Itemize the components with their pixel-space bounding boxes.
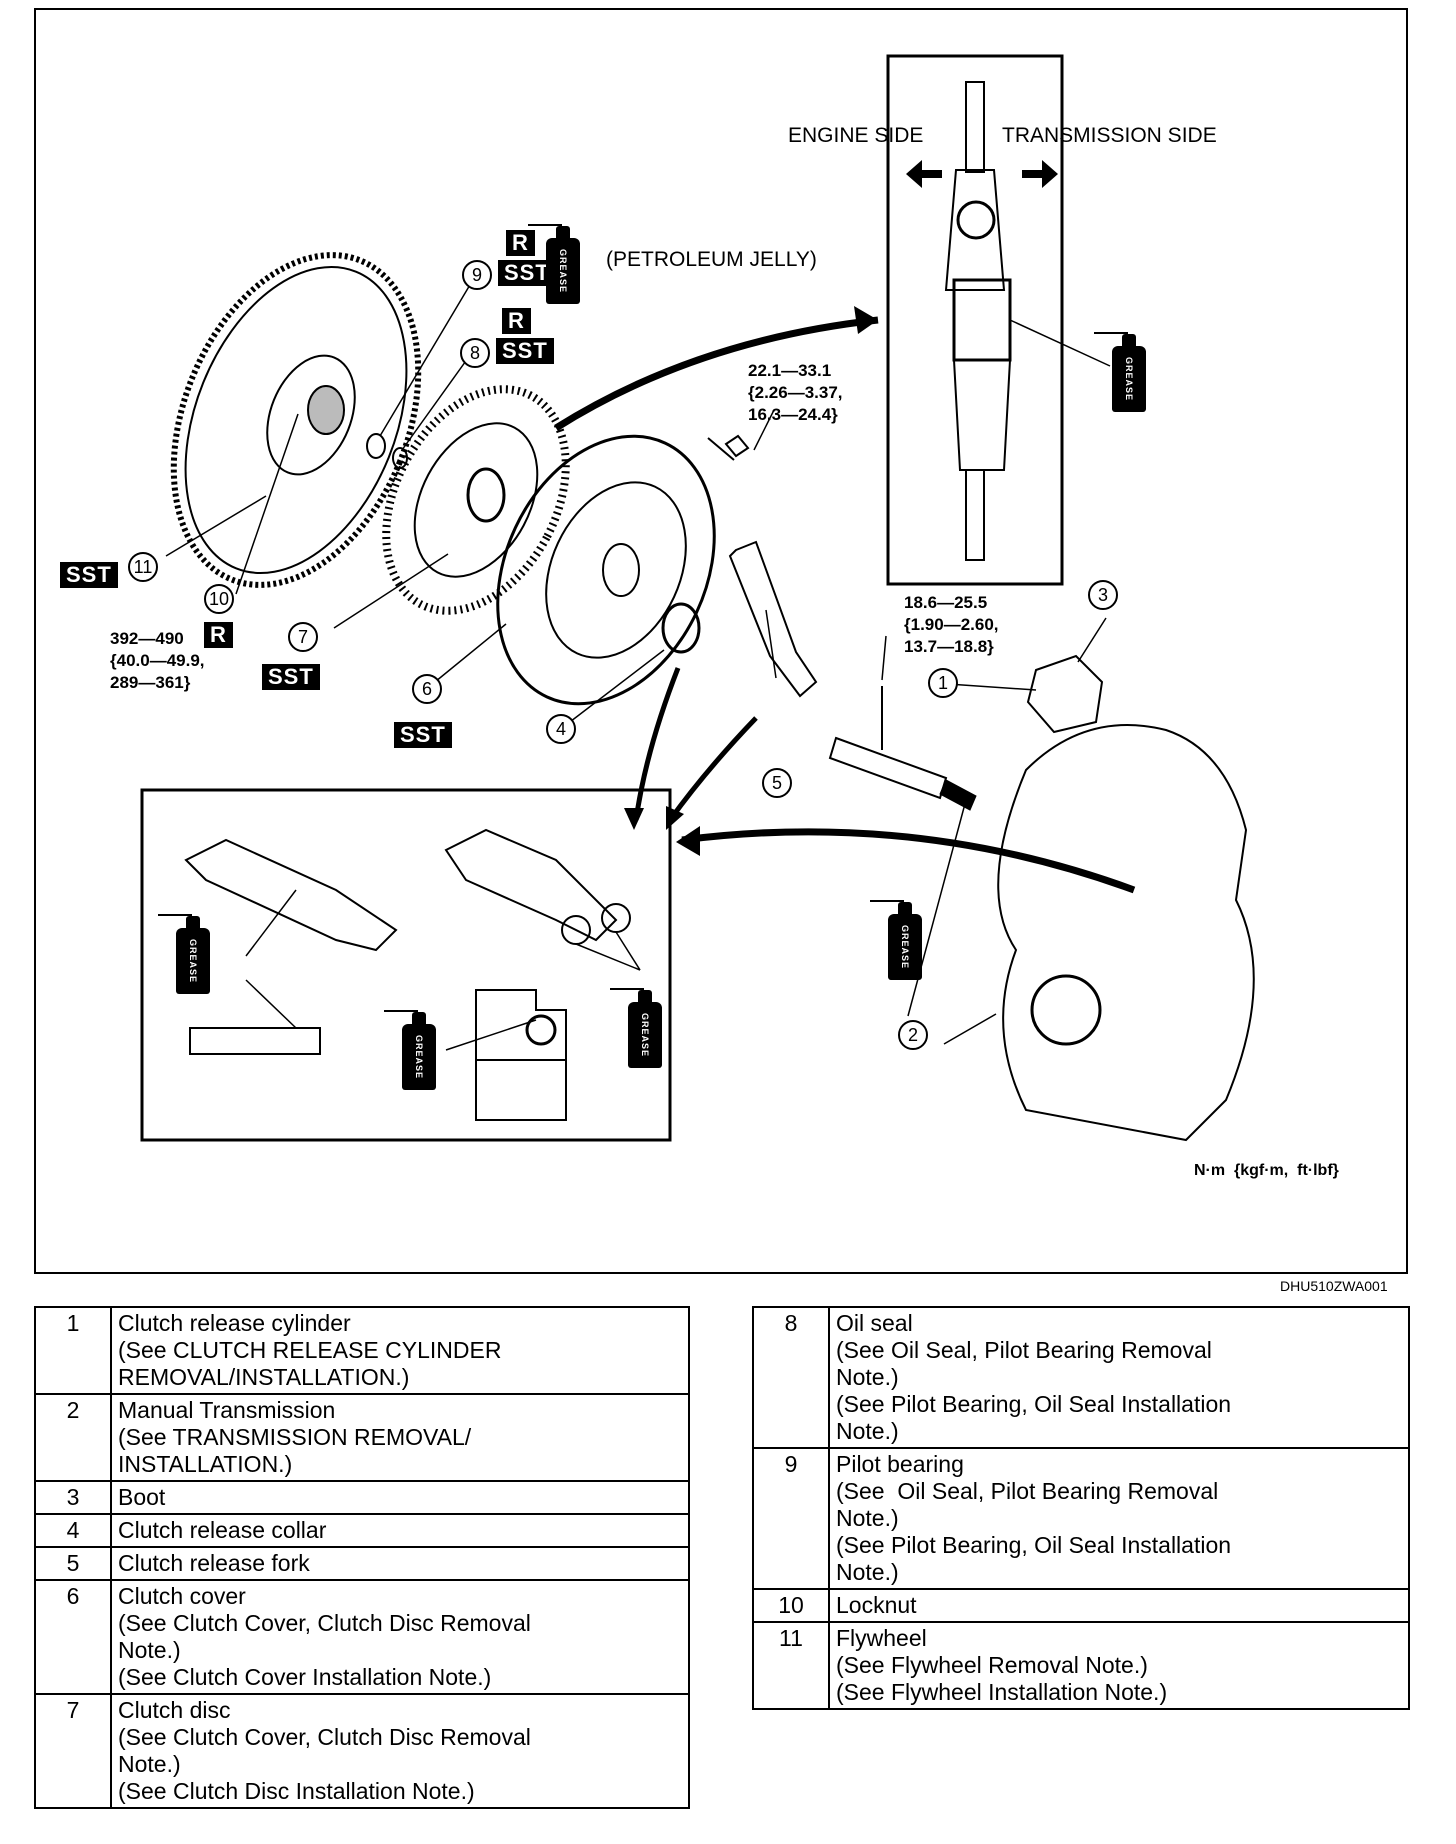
part-number: 4 <box>34 1513 112 1548</box>
tag-sst-oil-seal: SST <box>496 338 554 364</box>
figure-code: DHU510ZWA001 <box>1280 1278 1388 1294</box>
grease-inset-drawing <box>184 828 641 1121</box>
tag-sst-clutch-disc: SST <box>262 664 320 690</box>
boot-drawing <box>1026 654 1104 734</box>
callout-6: 6 <box>412 674 442 704</box>
part-name: Flywheel (See Flywheel Removal Note.) (S… <box>828 1621 1410 1710</box>
callout-3: 3 <box>1088 580 1118 610</box>
part-name: Oil seal (See Oil Seal, Pilot Bearing Re… <box>828 1306 1410 1449</box>
petroleum-jelly-label: (PETROLEUM JELLY) <box>606 248 817 271</box>
torque-locknut-value: 392—490 <box>110 629 184 648</box>
grease-points-inset <box>140 788 672 1142</box>
torque-release-cylinder: 18.6—25.5 {1.90—2.60, 13.7—18.8} <box>904 593 999 656</box>
diagram-artwork <box>140 54 1255 1142</box>
part-name: Locknut <box>828 1588 1410 1623</box>
tag-r-pilot-bearing: R <box>506 230 535 256</box>
tag-r-oil-seal: R <box>502 308 531 334</box>
cover-bolt-drawing <box>707 434 750 461</box>
callout-2: 2 <box>898 1020 928 1050</box>
part-name: Boot <box>110 1480 690 1515</box>
part-name: Clutch disc (See Clutch Cover, Clutch Di… <box>110 1693 690 1809</box>
part-number: 3 <box>34 1480 112 1515</box>
callout-4: 4 <box>546 714 576 744</box>
release-collar-drawing <box>661 602 701 654</box>
torque-locknut-units: {40.0—49.9, 289—361} <box>110 651 205 692</box>
part-name: Pilot bearing (See Oil Seal, Pilot Beari… <box>828 1447 1410 1590</box>
arrow-fork-down <box>667 716 758 822</box>
fork-inset-drawing <box>906 81 1111 561</box>
arrow-to-grease-inset <box>681 828 1136 894</box>
clutch-disc-drawing <box>382 385 570 615</box>
part-number: 2 <box>34 1393 112 1482</box>
transmission-side-label: TRANSMISSION SIDE <box>1002 124 1217 147</box>
tag-r-locknut: R <box>204 622 233 648</box>
part-number: 10 <box>752 1588 830 1623</box>
callout-1: 1 <box>928 668 958 698</box>
release-fork-inset <box>886 54 1064 586</box>
torque-units-legend: N·m {kgf·m, ft·lbf} <box>1194 1162 1339 1179</box>
part-number: 11 <box>752 1621 830 1710</box>
flywheel-drawing <box>170 252 422 588</box>
callout-9: 9 <box>462 260 492 290</box>
part-number: 8 <box>752 1306 830 1449</box>
part-name: Manual Transmission (See TRANSMISSION RE… <box>110 1393 690 1482</box>
engine-side-label: ENGINE SIDE <box>788 124 924 147</box>
part-number: 9 <box>752 1447 830 1590</box>
grease-can-icon: GREASE <box>384 1010 436 1090</box>
part-number: 1 <box>34 1306 112 1395</box>
part-number: 5 <box>34 1546 112 1581</box>
callout-5: 5 <box>762 768 792 798</box>
leader-lines <box>165 267 1107 1045</box>
torque-cover-bolt: 22.1—33.1 {2.26—3.37, 16.3—24.4} <box>748 361 843 424</box>
tag-sst-flywheel: SST <box>60 562 118 588</box>
arrow-collar-down <box>633 667 681 821</box>
callout-11: 11 <box>128 552 158 582</box>
part-name: Clutch release fork <box>110 1546 690 1581</box>
grease-can-icon: GREASE <box>870 900 922 980</box>
release-cylinder-drawing <box>828 686 977 811</box>
grease-can-icon: GREASE <box>610 988 662 1068</box>
grease-can-icon: GREASE <box>1094 332 1146 412</box>
tag-sst-clutch-cover: SST <box>394 722 452 748</box>
part-name: Clutch cover (See Clutch Cover, Clutch D… <box>110 1579 690 1695</box>
exploded-diagram: ENGINE SIDE TRANSMISSION SIDE (PETROLEUM… <box>34 8 1408 1274</box>
grease-can-icon: GREASE <box>158 914 210 994</box>
release-fork-drawing <box>728 540 818 698</box>
arrow-to-fork-inset <box>554 316 879 431</box>
pilot-bearing-drawing <box>366 433 386 459</box>
callout-8: 8 <box>460 338 490 368</box>
part-number: 6 <box>34 1579 112 1695</box>
part-name: Clutch release collar <box>110 1513 690 1548</box>
callout-7: 7 <box>288 622 318 652</box>
part-name: Clutch release cylinder (See CLUTCH RELE… <box>110 1306 690 1395</box>
grease-can-icon: GREASE <box>528 224 580 304</box>
callout-10: 10 <box>204 584 234 614</box>
clutch-cover-drawing <box>496 434 716 706</box>
transmission-housing-drawing <box>997 724 1255 1142</box>
part-number: 7 <box>34 1693 112 1809</box>
